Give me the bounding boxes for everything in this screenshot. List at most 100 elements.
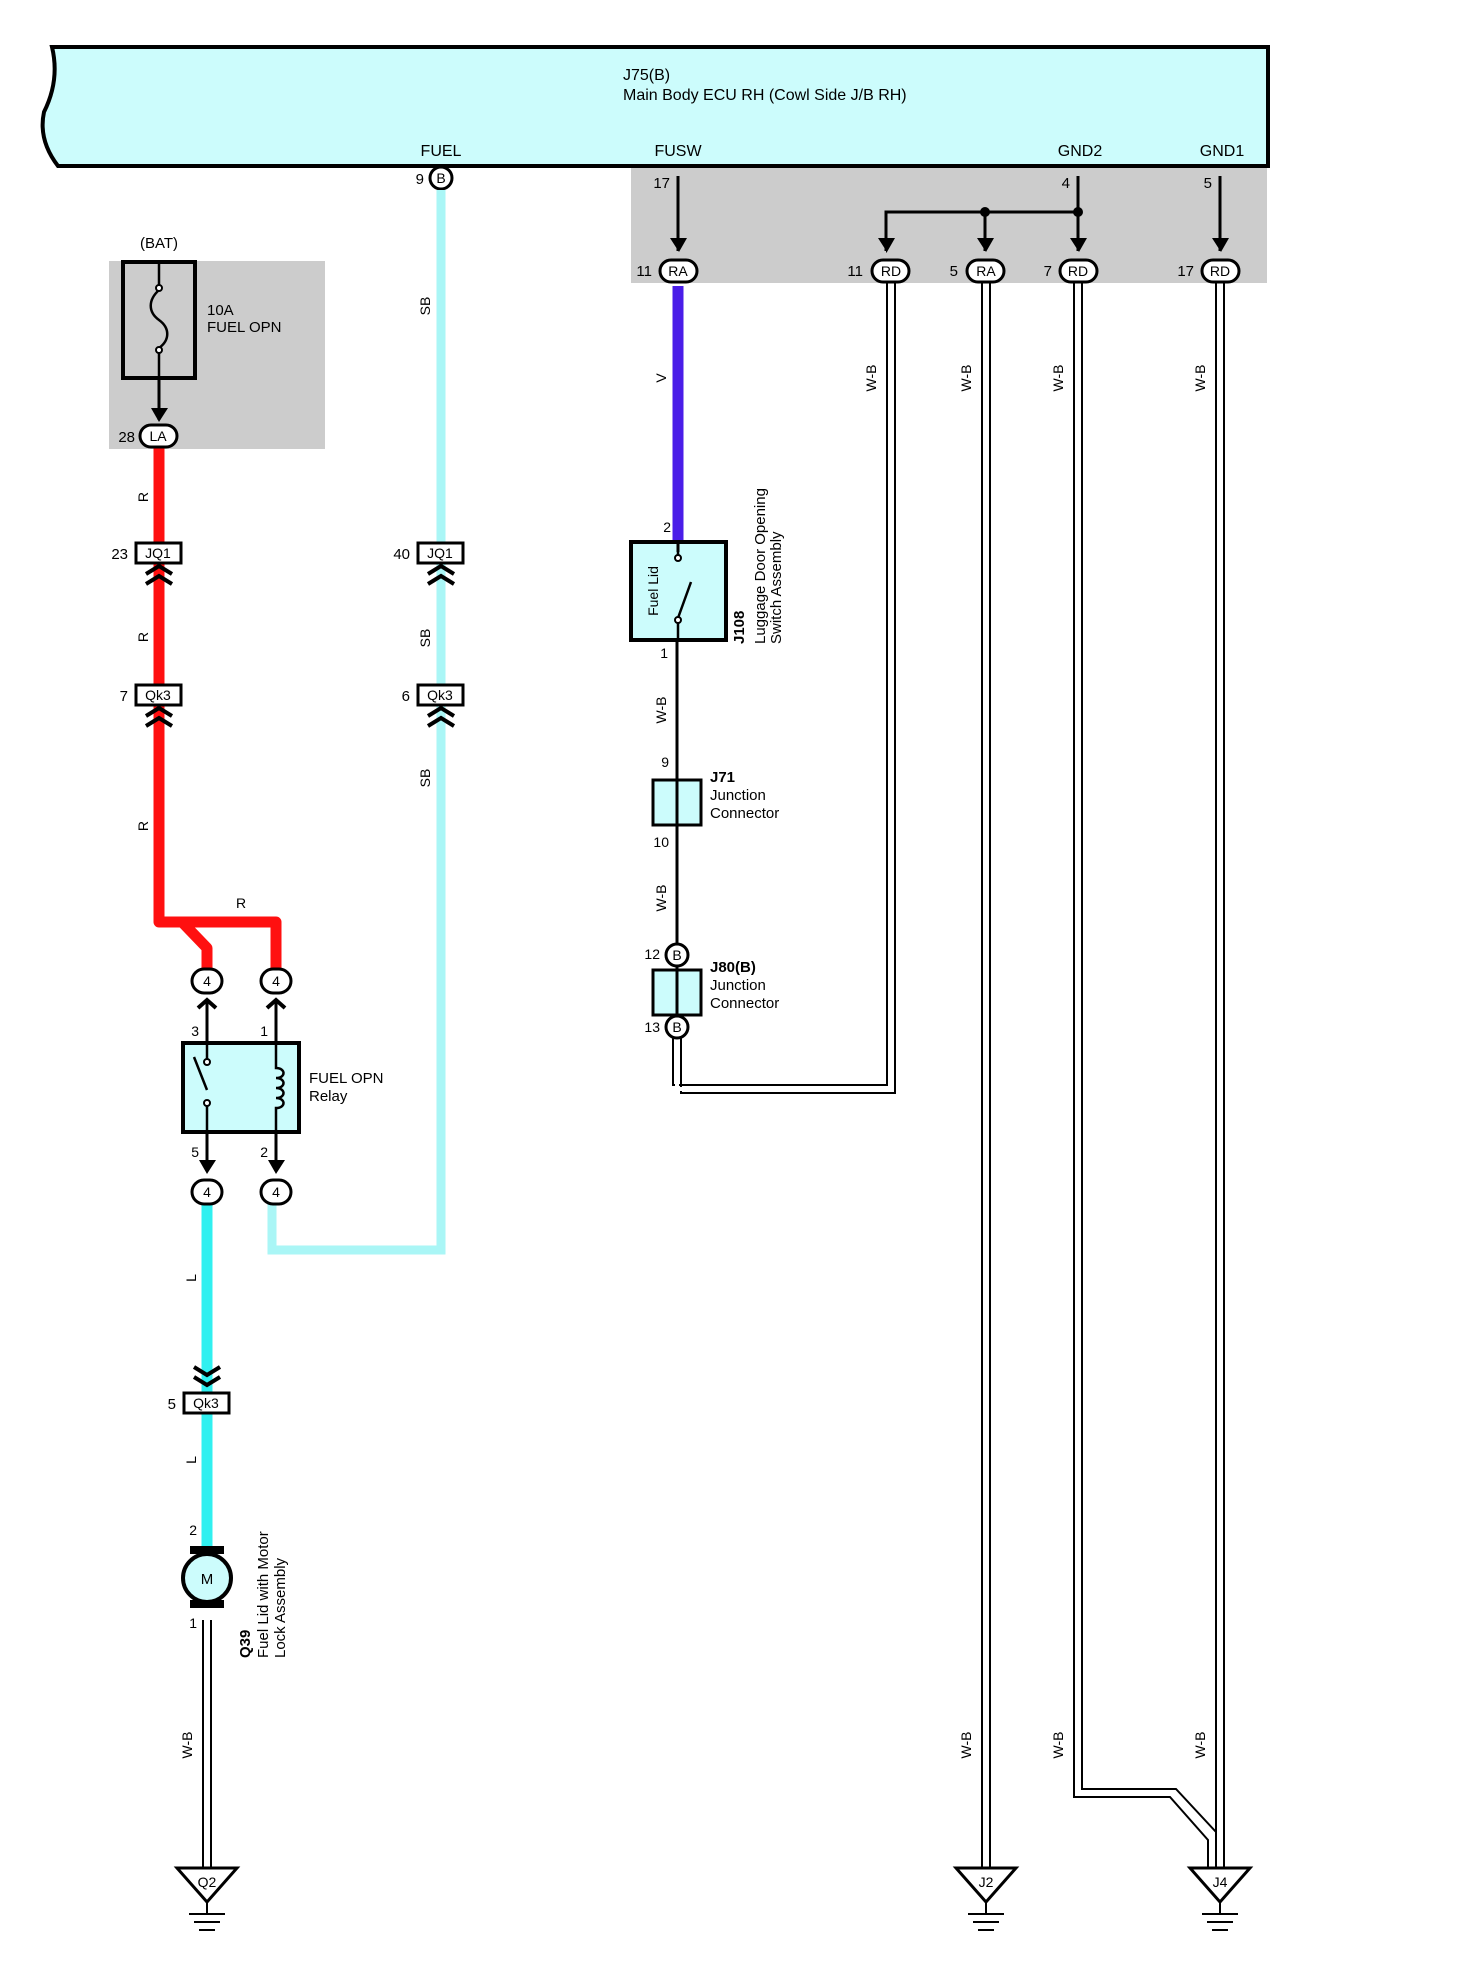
svg-text:11: 11 [636, 263, 652, 280]
ground-j2: J2 [952, 1866, 1020, 1931]
connector-b-fuel-label: B [436, 170, 445, 186]
wire-wb-group [202, 283, 1225, 1868]
svg-text:L: L [183, 1274, 199, 1282]
j71-pin-top: 9 [661, 754, 669, 770]
motor-line1: Fuel Lid with Motor [255, 1531, 272, 1658]
relay-pin3: 3 [191, 1023, 199, 1039]
svg-text:J2: J2 [979, 1874, 994, 1890]
relay-pin2: 2 [260, 1144, 268, 1160]
wire-labels: R R R R SB SB SB V W-B W-B W-B W-B W-B W… [135, 297, 1208, 1759]
svg-text:7: 7 [120, 688, 128, 705]
j80-pin-bottom: 13 [644, 1019, 660, 1035]
svg-text:Q2: Q2 [198, 1874, 217, 1890]
svg-text:11: 11 [847, 263, 863, 280]
j80-pin-top: 12 [644, 946, 660, 962]
svg-text:Qk3: Qk3 [427, 687, 453, 703]
inline-connectors: 23 JQ1 7 Qk3 40 JQ1 6 Qk3 5 Qk3 [111, 541, 465, 1415]
svg-text:SB: SB [417, 297, 433, 316]
svg-text:RA: RA [668, 263, 688, 279]
svg-text:Qk3: Qk3 [145, 687, 171, 703]
svg-text:R: R [236, 895, 246, 911]
ecu-terminal-gnd2: GND2 [1058, 143, 1103, 160]
svg-text:W-B: W-B [653, 885, 669, 912]
svg-text:JQ1: JQ1 [427, 545, 453, 561]
motor-line2: Lock Assembly [272, 1557, 289, 1658]
pin-gnd1: 5 [1204, 175, 1212, 192]
svg-text:5: 5 [168, 1396, 176, 1413]
relay-pin1: 1 [260, 1023, 268, 1039]
j80-conn-bottom [664, 1014, 690, 1040]
switch-name1: Luggage Door Opening [752, 488, 769, 644]
ecu-terminal-fuel: FUEL [421, 143, 462, 160]
j80-line2: Connector [710, 995, 779, 1012]
svg-text:W-B: W-B [1050, 365, 1066, 392]
relay-switch [192, 1043, 209, 1132]
ground-j4: J4 [1186, 1866, 1254, 1931]
pin-gnd2: 4 [1062, 175, 1070, 192]
wire-r [153, 448, 282, 968]
svg-text:W-B: W-B [863, 365, 879, 392]
fuse-shade [109, 261, 325, 449]
svg-text:W-B: W-B [1192, 365, 1208, 392]
svg-text:V: V [653, 373, 669, 383]
ecu-box [40, 45, 1270, 168]
svg-text:R: R [135, 492, 151, 502]
svg-text:23: 23 [111, 546, 128, 563]
svg-text:17: 17 [1177, 263, 1194, 280]
svg-text:LA: LA [149, 428, 167, 444]
svg-text:7: 7 [1044, 263, 1052, 280]
relay-coil [274, 1043, 285, 1132]
motor-pin-top: 2 [189, 1522, 197, 1538]
svg-text:RD: RD [881, 263, 901, 279]
j71-line2: Connector [710, 805, 779, 822]
ground-q2: Q2 [173, 1866, 241, 1931]
j71-code: J71 [710, 769, 735, 786]
svg-text:W-B: W-B [1050, 1732, 1066, 1759]
fuse-rating: 10A [207, 302, 234, 319]
switch-pin-bottom: 1 [660, 645, 668, 661]
pin-fuel: 9 [416, 171, 424, 188]
svg-text:W-B: W-B [958, 365, 974, 392]
svg-text:R: R [135, 632, 151, 642]
relay-name: FUEL OPN [309, 1070, 383, 1087]
svg-text:5: 5 [950, 263, 958, 280]
switch-name2: Switch Assembly [768, 531, 785, 644]
svg-text:W-B: W-B [1192, 1732, 1208, 1759]
svg-text:RD: RD [1210, 263, 1230, 279]
relay-pin5: 5 [191, 1144, 199, 1160]
svg-text:J4: J4 [1213, 1874, 1228, 1890]
motor-code: Q39 [237, 1630, 254, 1658]
ecu-terminal-shade [631, 166, 1267, 283]
svg-text:6: 6 [402, 688, 410, 705]
switch-code: J108 [731, 611, 748, 644]
svg-text:JQ1: JQ1 [145, 545, 171, 561]
j71-line1: Junction [710, 787, 766, 804]
j80-line1: Junction [710, 977, 766, 994]
fuse-name: FUEL OPN [207, 319, 281, 336]
svg-text:4: 4 [203, 973, 211, 989]
svg-text:RA: RA [976, 263, 996, 279]
fuse-connector [138, 423, 179, 449]
svg-text:W-B: W-B [179, 1732, 195, 1759]
ecu-name: Main Body ECU RH (Cowl Side J/B RH) [623, 87, 907, 104]
svg-text:4: 4 [272, 973, 280, 989]
fuse-pin: 28 [118, 429, 135, 446]
svg-text:SB: SB [417, 629, 433, 648]
motor-pin-bottom: 1 [189, 1615, 197, 1631]
j71-pin-bottom: 10 [653, 834, 669, 850]
svg-text:Qk3: Qk3 [193, 1395, 219, 1411]
switch-pin-top: 2 [663, 519, 671, 535]
pin-fusw: 17 [653, 175, 670, 192]
relay-connectors: 4 4 4 4 [190, 967, 293, 1206]
svg-text:RD: RD [1068, 263, 1088, 279]
fuse-source: (BAT) [140, 235, 178, 252]
svg-text:W-B: W-B [653, 697, 669, 724]
switch-inner: Fuel Lid [645, 566, 661, 616]
svg-text:B: B [672, 947, 681, 963]
svg-text:L: L [183, 1456, 199, 1464]
ecu-code: J75(B) [623, 67, 670, 84]
top-connectors: 11 RA 11 RD 5 RA 7 RD 17 RD [636, 258, 1241, 284]
relay-sub: Relay [309, 1088, 348, 1105]
svg-text:M: M [201, 1571, 214, 1588]
